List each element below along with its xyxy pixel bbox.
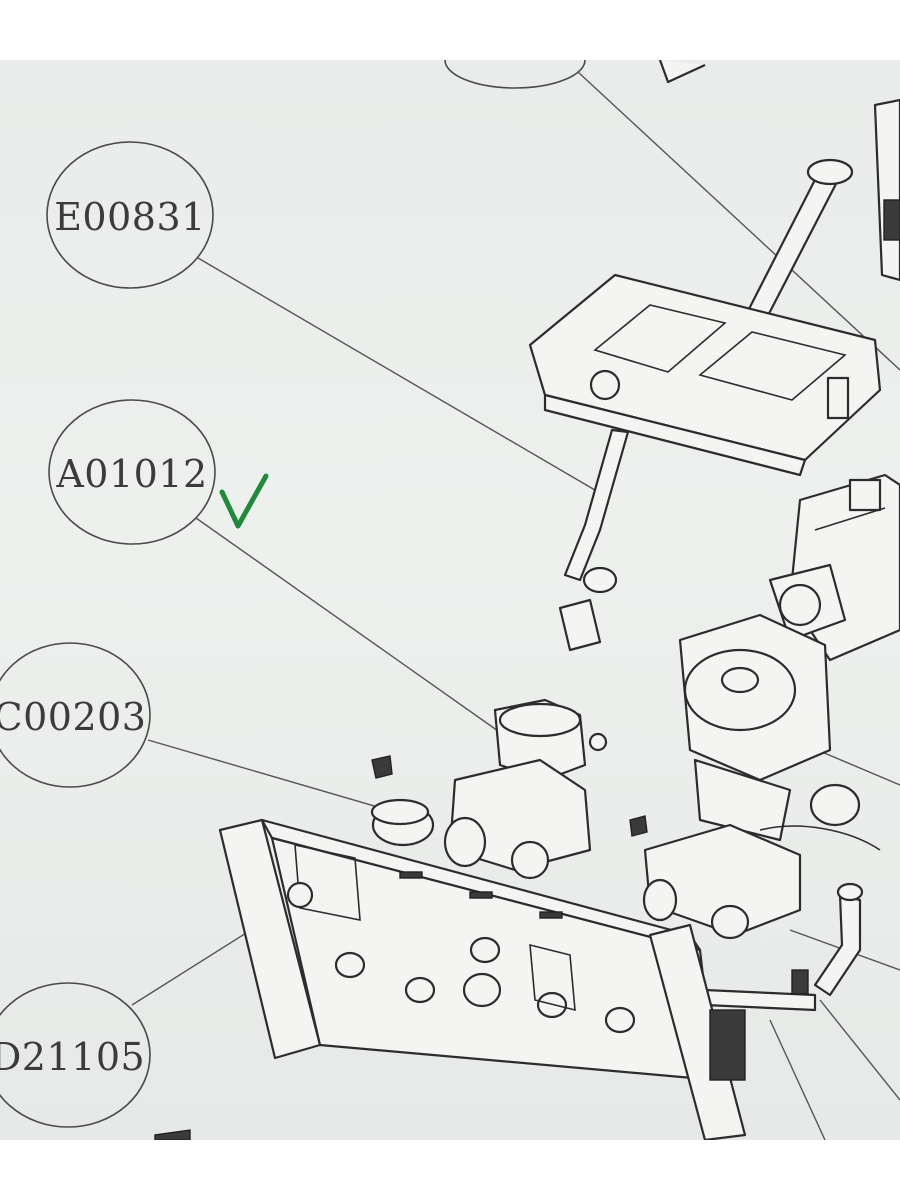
gas-valve (443, 698, 608, 880)
bottom-white-margin (0, 1140, 900, 1200)
leader-line-c00203 (147, 739, 396, 813)
hydraulic-manifold (642, 783, 881, 940)
mounting-frame (218, 818, 747, 1140)
bottom-fragment (154, 1129, 191, 1140)
return-pipe (703, 882, 864, 1012)
leader-line-top (577, 71, 900, 371)
right-edge-panel (873, 98, 900, 282)
sensor-cap (370, 798, 435, 847)
callout-bubble-top-partial (444, 60, 586, 89)
leader-line-right-4 (769, 1019, 826, 1140)
check-mark-icon (219, 473, 269, 529)
right-edge-slot (883, 199, 900, 241)
sensor-block (558, 598, 602, 652)
bent-pipe (563, 428, 630, 594)
monitor-screen: E00831 A01012 C00203 D21105 (0, 60, 900, 1140)
control-box-housing (528, 273, 882, 477)
callout-c00203: C00203 (0, 642, 151, 788)
callout-label-d21105: D21105 (0, 1035, 145, 1079)
exploded-parts-diagram: E00831 A01012 C00203 D21105 (0, 60, 900, 1140)
callout-label-e00831: E00831 (54, 195, 206, 239)
callout-label-a01012: A01012 (55, 452, 207, 496)
callout-e00831: E00831 (46, 141, 214, 289)
callout-d21105: D21105 (0, 982, 151, 1128)
leader-line-e00831 (197, 257, 601, 494)
small-clip-2 (629, 815, 648, 837)
bracket-fragment (658, 60, 706, 84)
circulation-pump (678, 613, 832, 842)
callout-label-c00203: C00203 (0, 695, 146, 739)
pump-assembly (768, 473, 900, 662)
small-clip (371, 755, 393, 779)
leader-line-right-3 (819, 999, 900, 1101)
callout-a01012: A01012 (48, 399, 216, 545)
leader-line-a01012 (195, 517, 509, 739)
